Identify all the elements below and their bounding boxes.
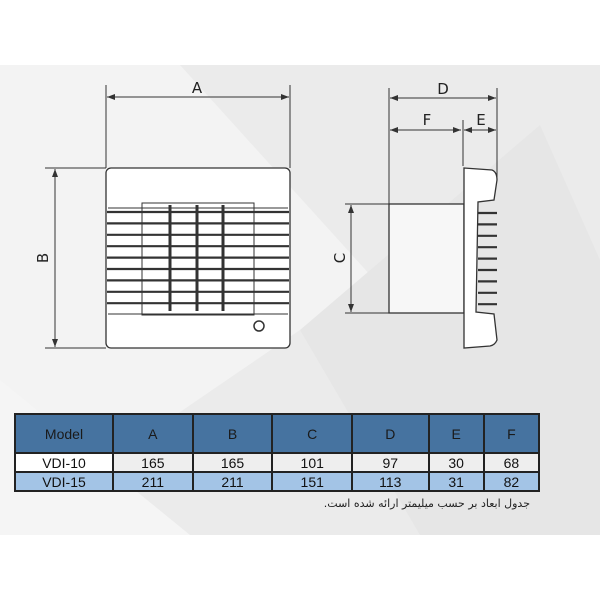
header-c: C: [271, 413, 354, 454]
indicator-light: [253, 320, 265, 332]
header-f: F: [482, 413, 541, 454]
table-row: VDI-10 165 165 101 97 30 68: [14, 452, 541, 473]
cell: 68: [482, 452, 541, 473]
header-d: D: [351, 413, 430, 454]
cell: 151: [271, 471, 354, 492]
cell: 113: [351, 471, 430, 492]
table-row: VDI-15 211 211 151 113 31 82: [14, 471, 541, 492]
faceplate: [463, 167, 498, 349]
cell: 211: [112, 471, 194, 492]
table-header-row: Model A B C D E F: [14, 413, 541, 454]
cell: 97: [351, 452, 430, 473]
side-view: [345, 88, 498, 349]
label-e: E: [476, 111, 486, 129]
cell: 165: [112, 452, 194, 473]
table-note: جدول ابعاد بر حسب میلیمتر ارائه شده است.: [323, 497, 530, 510]
front-view: [45, 85, 291, 349]
header-a: A: [112, 413, 194, 454]
cell: 30: [427, 452, 485, 473]
cell: VDI-15: [14, 471, 114, 492]
header-model: Model: [14, 413, 114, 454]
cell: 101: [271, 452, 354, 473]
duct: [388, 203, 465, 314]
cell: VDI-10: [14, 452, 114, 473]
label-f: F: [422, 111, 432, 129]
header-e: E: [427, 413, 485, 454]
label-a: A: [191, 79, 203, 97]
header-b: B: [191, 413, 274, 454]
cell: 31: [427, 471, 485, 492]
cell: 165: [191, 452, 274, 473]
dimensions-table: Model A B C D E F VDI-10 165 165 101 97 …: [14, 413, 541, 492]
label-c: C: [331, 252, 349, 264]
label-b: B: [34, 252, 52, 264]
label-d: D: [437, 80, 449, 98]
cell: 82: [482, 471, 541, 492]
cell: 211: [191, 471, 274, 492]
